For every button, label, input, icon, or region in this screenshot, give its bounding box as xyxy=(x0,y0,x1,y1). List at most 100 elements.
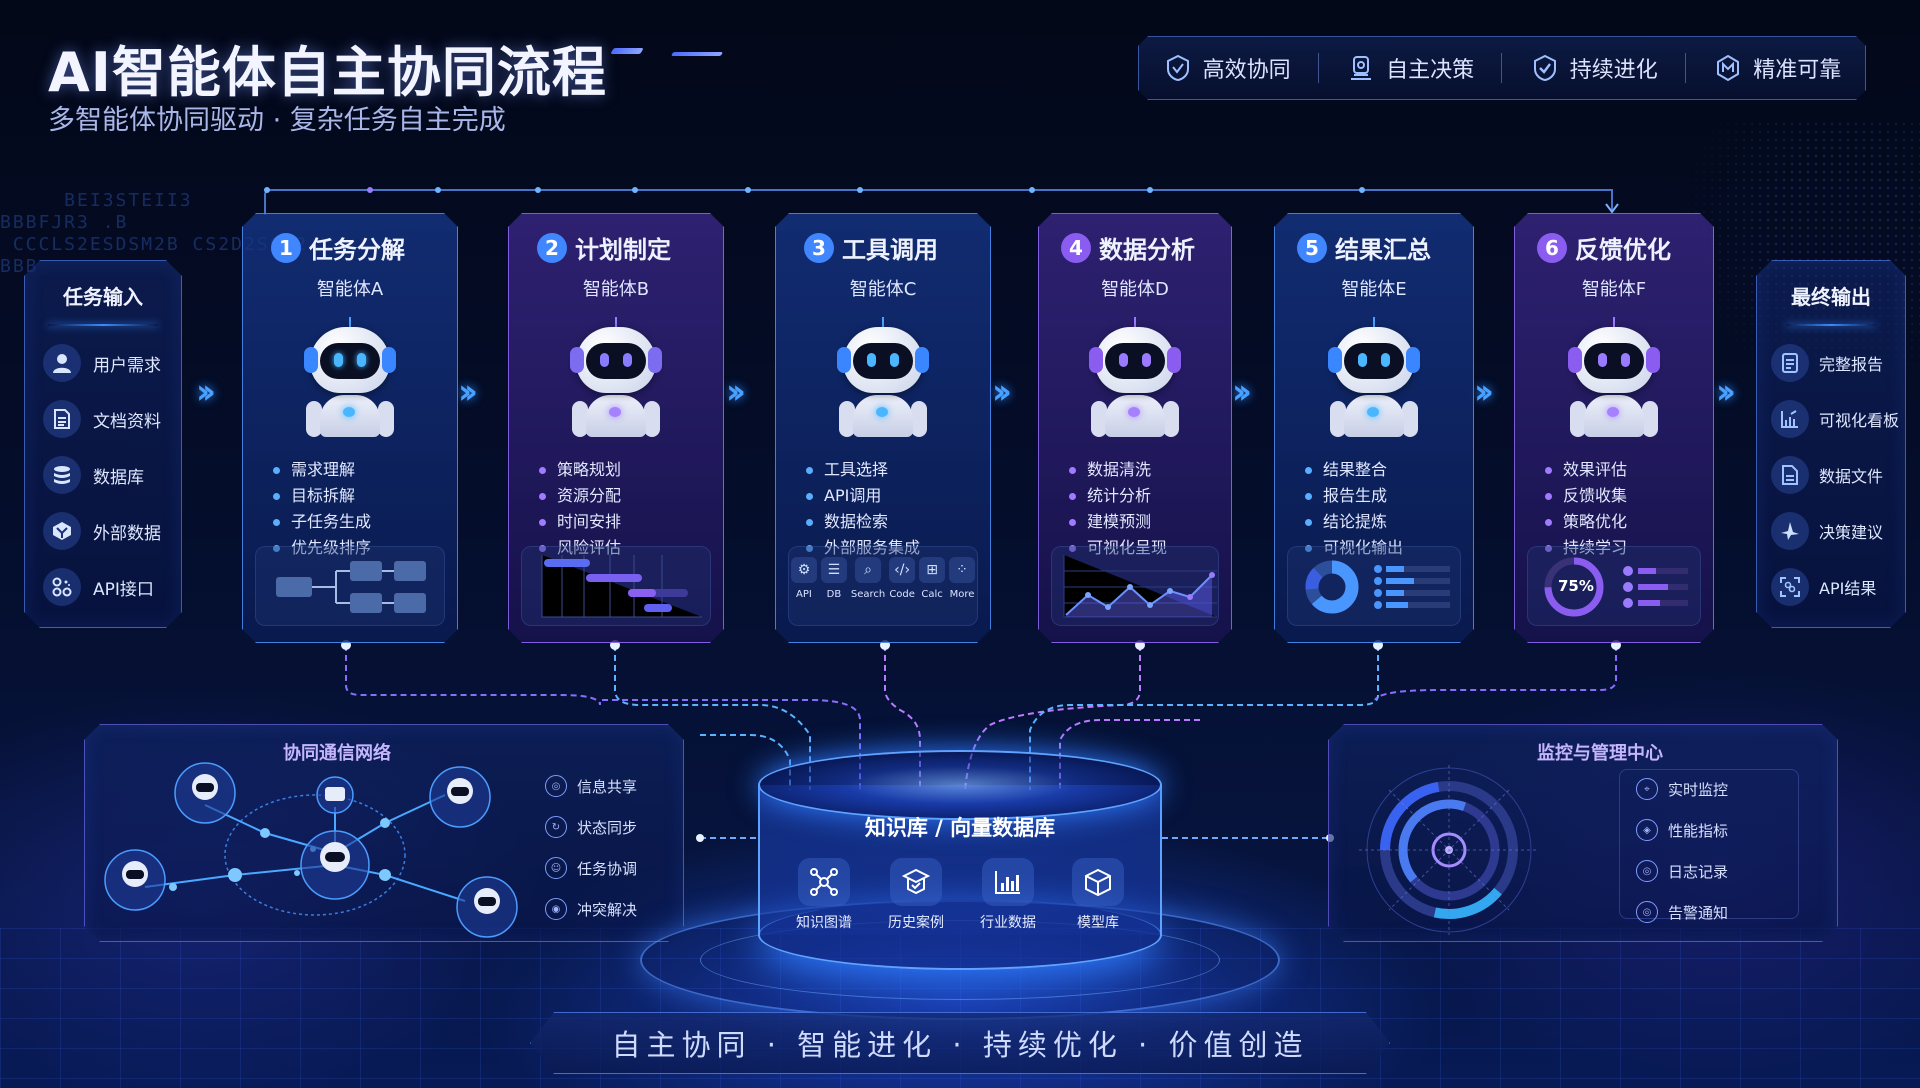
output-item-report[interactable]: 完整报告 xyxy=(1771,344,1905,382)
kb-item-model-library[interactable]: 模型库 xyxy=(1072,858,1124,932)
input-item-label: API接口 xyxy=(93,579,154,600)
robot-avatar-icon xyxy=(823,317,943,437)
tool-more[interactable]: ⁘More xyxy=(949,557,975,625)
tool-label: Calc xyxy=(921,589,943,600)
stage-task-list: 需求理解 目标拆解 子任务生成 优先级排序 xyxy=(271,457,457,561)
kb-item-history-cases[interactable]: 历史案例 xyxy=(888,858,944,932)
progress-value: 75% xyxy=(1558,577,1594,595)
robot-avatar-icon xyxy=(1314,317,1434,437)
calculator-icon: ⊞ xyxy=(919,557,945,583)
data-file-icon xyxy=(1771,456,1809,494)
flow-tree-diagram xyxy=(255,546,445,626)
network-item-state-sync: ↻状态同步 xyxy=(545,816,637,838)
tool-code[interactable]: ‹/›Code xyxy=(889,557,915,625)
user-icon xyxy=(43,344,81,382)
knowledge-base-cylinder: 知识库 / 向量数据库 知识图谱 历史案例 行业数据 模型库 xyxy=(758,750,1162,970)
state-sync-icon: ↻ xyxy=(545,816,567,838)
input-item-database[interactable]: 数据库 xyxy=(43,456,181,494)
monitor-item-logging: ◎日志记录 xyxy=(1636,860,1798,882)
decision-suggestion-icon xyxy=(1771,512,1809,550)
db-tool-icon: ☰ xyxy=(821,557,847,583)
realtime-monitor-icon: ⌖ xyxy=(1636,778,1658,800)
tool-db[interactable]: ☰DB xyxy=(821,557,847,625)
task-item: 数据检索 xyxy=(804,509,990,535)
panel-title: 任务输入 xyxy=(63,285,143,309)
tool-search[interactable]: ⌕Search xyxy=(851,557,885,625)
kb-item-knowledge-graph[interactable]: 知识图谱 xyxy=(796,858,852,932)
report-icon xyxy=(1771,344,1809,382)
model-library-icon xyxy=(1072,858,1124,906)
output-item-decision-suggestion[interactable]: 决策建议 xyxy=(1771,512,1905,550)
flow-arrow-icon: ›› xyxy=(1232,372,1252,412)
badge-label: 持续进化 xyxy=(1569,58,1658,83)
radar-monitor-chart xyxy=(1359,765,1539,935)
input-item-documents[interactable]: 文档资料 xyxy=(43,400,181,438)
task-item: 结果整合 xyxy=(1303,457,1473,483)
page-subtitle: 多智能体协同驱动 · 复杂任务自主完成 xyxy=(48,105,506,136)
agent-name: 智能体B xyxy=(582,279,650,300)
flow-arrow-icon: ›› xyxy=(1474,372,1494,412)
panel-title: 监控与管理中心 xyxy=(1537,743,1663,764)
task-item: 资源分配 xyxy=(537,483,723,509)
monitor-item-label: 性能指标 xyxy=(1668,821,1729,840)
shield-collab-icon xyxy=(1163,53,1193,83)
tool-calc[interactable]: ⊞ Calc xyxy=(919,557,945,625)
search-icon: ⌕ xyxy=(855,557,881,583)
tool-label: API xyxy=(796,589,812,600)
input-item-user-request[interactable]: 用户需求 xyxy=(43,344,181,382)
conflict-resolution-icon: ◉ xyxy=(545,898,567,920)
kb-item-industry-data[interactable]: 行业数据 xyxy=(980,858,1036,932)
final-output-panel: 最终输出 完整报告 可视化看板 数据文件 决策建议 API结果 xyxy=(1756,260,1906,628)
output-item-api-result[interactable]: API结果 xyxy=(1771,568,1905,606)
input-item-external-data[interactable]: 外部数据 xyxy=(43,512,181,550)
tool-api[interactable]: ⚙API xyxy=(791,557,817,625)
task-item: 报告生成 xyxy=(1303,483,1473,509)
task-item: 建模预测 xyxy=(1067,509,1231,535)
divider xyxy=(1318,53,1319,83)
network-item-info-sharing: ◎信息共享 xyxy=(545,775,637,797)
robot-avatar-icon xyxy=(556,317,676,437)
output-item-label: 完整报告 xyxy=(1819,355,1884,374)
monitor-item-label: 告警通知 xyxy=(1668,903,1729,922)
monitor-item-realtime: ⌖实时监控 xyxy=(1636,778,1798,800)
stage-title: 结果汇总 xyxy=(1335,236,1431,264)
output-item-label: 可视化看板 xyxy=(1819,411,1900,430)
output-item-label: 数据文件 xyxy=(1819,467,1884,486)
slogan-text: 自主协同 · 智能进化 · 持续优化 · 价值创造 xyxy=(611,1028,1309,1062)
monitor-management-panel: 监控与管理中心 ⌖实时监控 ◈性能指标 ◎日志记录 ◎告警通知 xyxy=(1328,724,1838,942)
task-item: 时间安排 xyxy=(537,509,723,535)
history-case-icon xyxy=(890,858,942,906)
kb-item-label: 知识图谱 xyxy=(796,915,852,931)
output-item-dashboard[interactable]: 可视化看板 xyxy=(1771,400,1905,438)
task-item: 目标拆解 xyxy=(271,483,457,509)
knowledge-graph-icon xyxy=(798,858,850,906)
task-item: API调用 xyxy=(804,483,990,509)
monitor-item-alerts: ◎告警通知 xyxy=(1636,901,1798,923)
badge-efficient-collab: 高效协同 xyxy=(1163,52,1291,84)
tool-label: More xyxy=(949,589,975,600)
output-item-label: 决策建议 xyxy=(1819,523,1884,542)
robot-avatar-icon xyxy=(1075,317,1195,437)
task-item: 优先级排序 xyxy=(271,535,457,561)
network-item-label: 信息共享 xyxy=(577,777,638,796)
flow-arrow-icon: ›› xyxy=(1716,372,1736,412)
divider xyxy=(1501,53,1502,83)
stage-number-badge: 2 xyxy=(537,233,567,263)
task-item: 效果评估 xyxy=(1543,457,1713,483)
progress-ring-chart: 75% xyxy=(1527,546,1701,626)
monitor-item-performance: ◈性能指标 xyxy=(1636,819,1798,841)
task-item: 策略优化 xyxy=(1543,509,1713,535)
task-item: 统计分析 xyxy=(1067,483,1231,509)
output-item-data-file[interactable]: 数据文件 xyxy=(1771,456,1905,494)
input-item-api[interactable]: API接口 xyxy=(43,568,181,606)
